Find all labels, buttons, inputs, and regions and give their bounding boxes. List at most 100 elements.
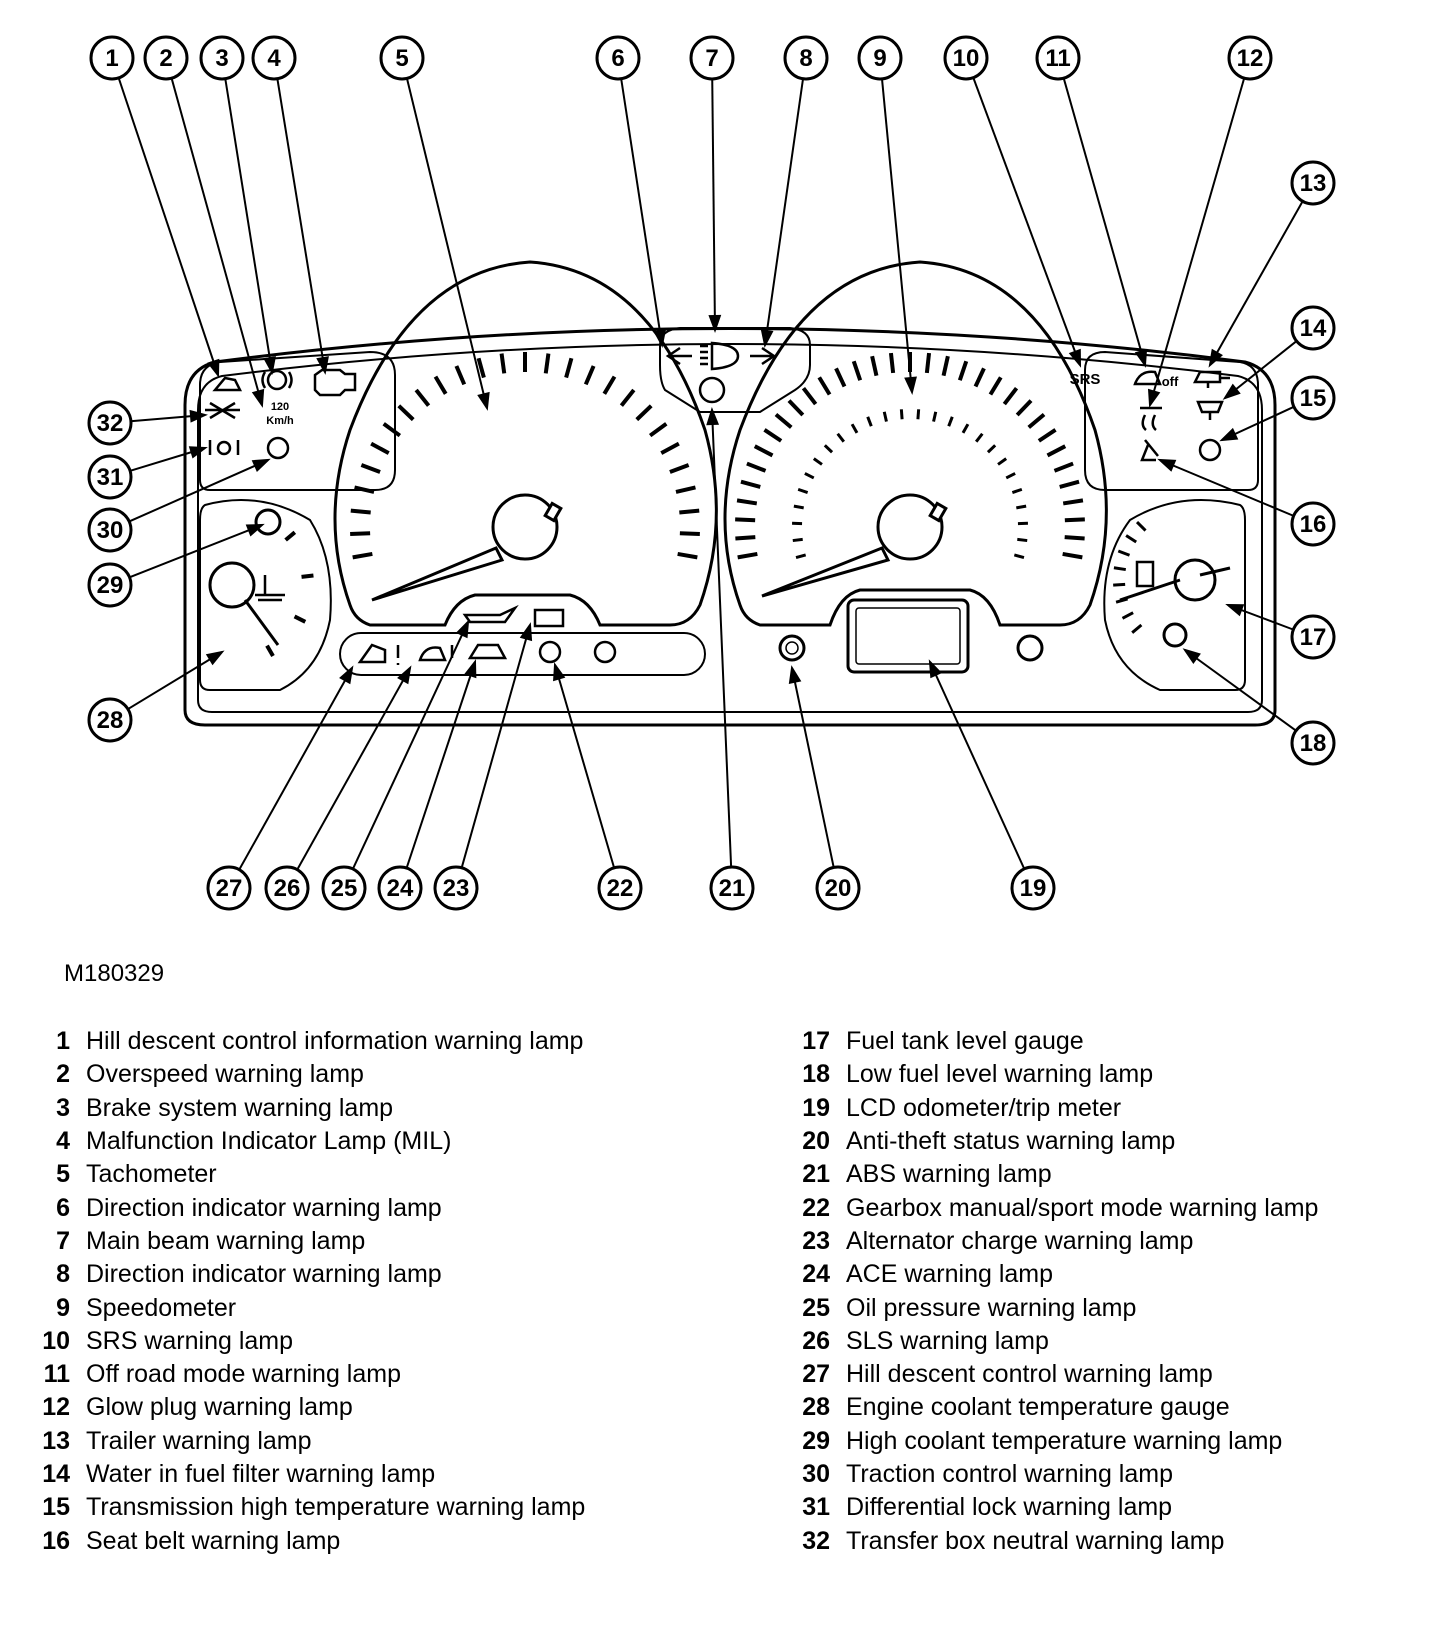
leader-line — [929, 661, 1025, 869]
legend-number: 13 — [42, 1426, 70, 1455]
leader-line — [764, 79, 804, 346]
legend-text: SLS warning lamp — [846, 1326, 1049, 1355]
leader-arrowhead — [1147, 388, 1161, 408]
legend-text: Overspeed warning lamp — [86, 1060, 364, 1089]
speedo-minor-tick — [812, 457, 823, 466]
transfer-box-neutral-icon — [205, 401, 240, 420]
leader-line — [1063, 78, 1146, 366]
left-indicator-icon — [665, 346, 692, 366]
legend-number: 30 — [802, 1460, 830, 1488]
legend-number: 7 — [56, 1226, 70, 1255]
legend-number: 5 — [56, 1160, 70, 1189]
legend-number: 21 — [802, 1160, 830, 1189]
tach-tick — [397, 404, 415, 422]
speedo-tick — [740, 479, 761, 489]
legend-number: 8 — [56, 1260, 70, 1289]
speedo-minor-tick — [882, 411, 888, 422]
fuel-tick — [1135, 520, 1147, 532]
legend-number: 23 — [802, 1226, 830, 1255]
callout-number: 21 — [719, 875, 746, 902]
coolant-tick — [265, 644, 275, 658]
leader-line — [118, 78, 219, 376]
leader-line — [791, 667, 835, 867]
differential-lock-icon — [208, 440, 240, 455]
speedo-minor-tick — [916, 409, 921, 420]
leader-arrowhead — [553, 662, 566, 682]
callout-number: 5 — [395, 45, 408, 72]
legend-text: Differential lock warning lamp — [846, 1493, 1173, 1522]
speedo-tick — [851, 360, 863, 381]
speedo-minor-tick — [986, 444, 997, 454]
callout-number: 18 — [1300, 730, 1327, 757]
speedo-tick — [774, 412, 793, 429]
legend-number: 15 — [42, 1493, 70, 1522]
callout-number: 3 — [215, 45, 228, 72]
callout-number: 12 — [1237, 45, 1264, 72]
speedo-tick — [1064, 535, 1085, 541]
leader-line — [406, 79, 488, 409]
callout-29: 29 — [87, 562, 133, 608]
callout-number: 7 — [705, 45, 718, 72]
legend-text: Engine coolant temperature gauge — [846, 1393, 1230, 1422]
tachometer-needle — [371, 546, 505, 602]
speedo-tick — [1062, 551, 1083, 560]
main-beam-icon — [700, 341, 740, 371]
legend-number: 9 — [56, 1293, 70, 1322]
off-road-mode-icon — [1133, 370, 1162, 386]
legend-text: Speedometer — [86, 1293, 237, 1322]
leader-arrowhead — [251, 388, 265, 408]
speedo-minor-tick — [1011, 487, 1023, 494]
legend-text: Glow plug warning lamp — [86, 1393, 353, 1422]
brake-warning-icon — [266, 369, 288, 391]
glow-plug-icon — [1140, 406, 1162, 431]
speedometer-hub — [876, 493, 944, 561]
legend-text: Brake system warning lamp — [86, 1093, 394, 1122]
callout-number: 31 — [97, 464, 124, 491]
leader-arrowhead — [1134, 348, 1148, 368]
tach-tick — [564, 357, 574, 379]
speedo-minor-tick — [932, 411, 938, 422]
tachometer-hub — [491, 493, 559, 561]
callout-23: 23 — [433, 865, 479, 911]
speedo-tick — [1027, 412, 1046, 429]
trailer-icon — [1192, 370, 1230, 388]
legend-number: 16 — [42, 1526, 70, 1555]
low-fuel-lamp — [1162, 622, 1188, 648]
right-lamp-panel — [1084, 350, 1259, 491]
speedo-tick — [941, 355, 950, 377]
speedo-tick — [763, 428, 783, 443]
leader-arrowhead — [1068, 348, 1082, 368]
speedo-tick — [834, 367, 847, 388]
tach-tick — [583, 365, 596, 386]
leader-arrowhead — [708, 314, 722, 333]
tach-tick — [350, 531, 371, 537]
leader-line — [620, 79, 663, 346]
speedo-tick — [737, 551, 758, 560]
speedo-minor-tick — [899, 409, 904, 420]
leader-line — [224, 79, 273, 373]
callout-number: 19 — [1020, 875, 1047, 902]
alternator-icon — [533, 608, 565, 628]
callout-16: 16 — [1290, 501, 1336, 547]
leader-arrowhead — [464, 659, 477, 679]
leader-arrowhead — [339, 665, 354, 685]
legend-number: 1 — [56, 1027, 70, 1056]
speedo-tick — [1037, 428, 1057, 443]
tach-tick — [433, 375, 448, 395]
speedo-tick — [888, 352, 896, 374]
legend-text: ACE warning lamp — [846, 1260, 1054, 1289]
engine-mil-icon — [313, 368, 357, 397]
callout-5: 5 — [379, 35, 425, 81]
legend-number: 29 — [802, 1426, 830, 1455]
coolant-tick — [301, 573, 314, 579]
callout-12: 12 — [1227, 35, 1273, 81]
legend-text: Trailer warning lamp — [86, 1426, 312, 1455]
callout-13: 13 — [1290, 160, 1336, 206]
